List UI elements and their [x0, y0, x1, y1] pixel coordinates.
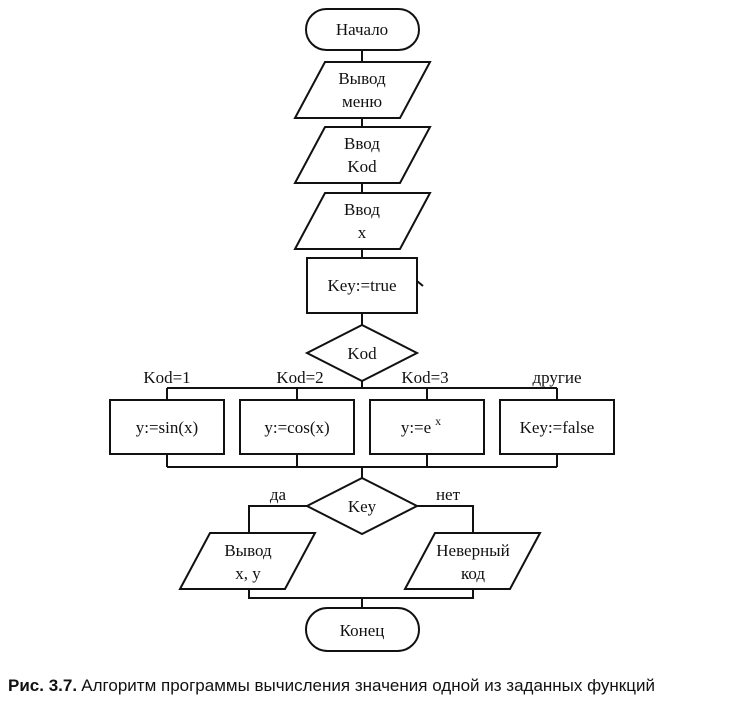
start-terminator: Начало	[305, 8, 420, 51]
branch-label-2: Kod=2	[276, 368, 323, 387]
decision-key-label: Key	[348, 497, 377, 516]
start-label: Начало	[336, 20, 388, 39]
branch-action-2: y:=cos(x)	[239, 399, 355, 455]
figure-caption-text: Алгоритм программы вычисления значения о…	[81, 676, 655, 695]
branch-action-2-label: y:=cos(x)	[264, 418, 329, 437]
connector-merge	[248, 589, 474, 599]
branch-action-4: Key:=false	[499, 399, 615, 455]
input-kod-line-1: Ввод	[344, 134, 380, 153]
branch-action-4-label: Key:=false	[520, 418, 595, 437]
branch-action-1: y:=sin(x)	[109, 399, 225, 455]
decision-kod: Kod	[304, 323, 420, 383]
connector-yes	[248, 505, 307, 533]
branch-action-3-base: y:=e	[401, 418, 431, 437]
input-x-block: Ввод x	[293, 192, 432, 250]
no-label: нет	[436, 485, 461, 504]
output-xy-line-1: Вывод	[224, 541, 272, 560]
branch-label-3: Kod=3	[401, 368, 448, 387]
wrong-code-line-1: Неверный	[436, 541, 509, 560]
branch-action-3: y:=e x	[369, 399, 485, 455]
branch-action-1-label: y:=sin(x)	[136, 418, 198, 437]
input-x-line-2: x	[358, 223, 367, 242]
key-true-block: Key:=true	[306, 257, 418, 314]
decision-kod-label: Kod	[347, 344, 377, 363]
figure-caption: Рис. 3.7. Алгоритм программы вычисления …	[8, 676, 733, 696]
end-terminator: Конец	[305, 607, 420, 652]
figure-caption-number: Рис. 3.7.	[8, 676, 78, 695]
input-x-line-1: Ввод	[344, 200, 380, 219]
branch-label-4: другие	[532, 368, 581, 387]
connector-no	[417, 505, 474, 533]
input-kod-line-2: Kod	[347, 157, 377, 176]
input-kod-block: Ввод Kod	[293, 126, 432, 184]
branch-label-1: Kod=1	[143, 368, 190, 387]
wrong-code-line-2: код	[461, 564, 485, 583]
wrong-code-block: Неверный код	[403, 532, 542, 590]
key-true-label: Key:=true	[327, 276, 396, 295]
output-menu-block: Вывод меню	[293, 61, 432, 119]
output-xy-block: Вывод x, y	[178, 532, 317, 590]
output-menu-line-1: Вывод	[338, 69, 386, 88]
output-xy-line-2: x, y	[235, 564, 261, 583]
end-label: Конец	[340, 621, 385, 640]
output-menu-line-2: меню	[342, 92, 382, 111]
decision-key: Key	[304, 476, 420, 536]
branch-action-3-superscript: x	[435, 414, 441, 428]
yes-label: да	[270, 485, 287, 504]
branch-action-3-label: y:=e x	[401, 414, 441, 437]
